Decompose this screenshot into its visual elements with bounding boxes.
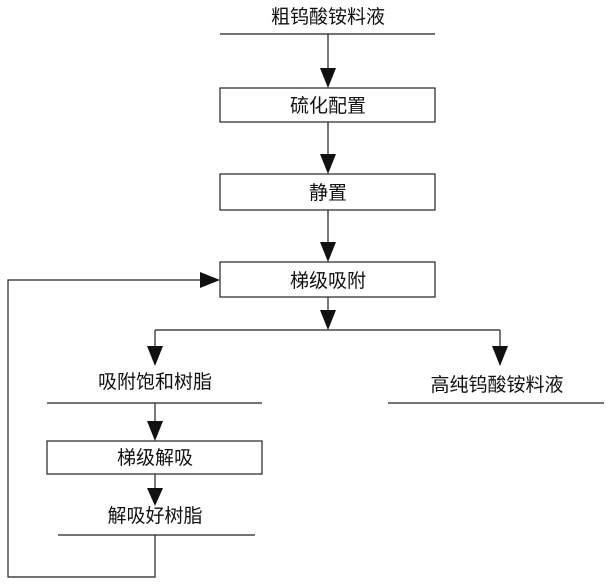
recycle-loop-line <box>8 280 200 577</box>
arrowhead-saturated <box>147 346 163 366</box>
arrowhead-settle <box>320 154 336 174</box>
arrowhead-desorb <box>147 421 163 441</box>
node-input-label: 粗钨酸铵料液 <box>271 6 385 28</box>
node-settle-label: 静置 <box>309 182 347 204</box>
node-adsorb-label: 梯级吸附 <box>290 270 366 292</box>
node-product-label: 高纯钨酸铵料液 <box>430 374 563 396</box>
arrowhead-regenerated <box>147 488 163 506</box>
arrowhead-adsorb <box>320 242 336 262</box>
node-saturated-label: 吸附饱和树脂 <box>98 371 212 393</box>
arrowhead-sulfurize <box>320 68 336 88</box>
node-sulfurize-label: 硫化配置 <box>290 95 366 117</box>
arrowhead-product <box>492 346 508 366</box>
node-regenerated-label: 解吸好树脂 <box>107 505 202 527</box>
arrowhead-recycle <box>200 272 220 288</box>
arrowhead-split <box>320 310 336 330</box>
node-desorb-label: 梯级解吸 <box>117 447 193 469</box>
